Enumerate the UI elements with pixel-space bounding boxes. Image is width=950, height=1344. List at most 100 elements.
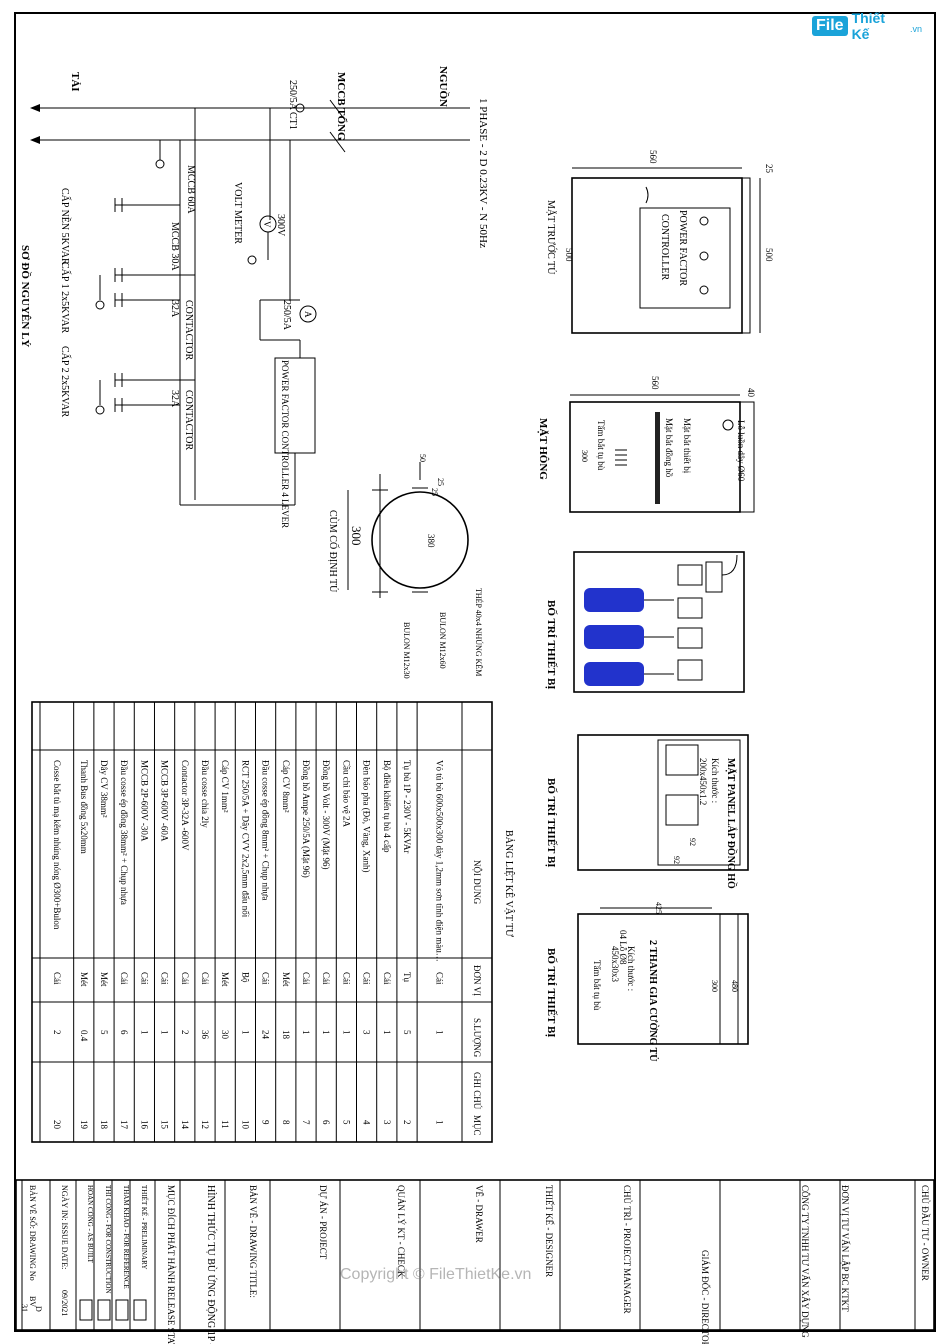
side-width: 560: [650, 376, 660, 390]
tb-purpose: MỤC ĐÍCH PHÁT HÀNH RELEASE STATUS: [166, 1185, 176, 1344]
bom-cell: Cái: [139, 972, 149, 985]
controller-label: POWER FACTOR CONTROLLER 4 LEVER: [280, 360, 290, 528]
front-view: MẶT TRƯỚC TỦ 560 25 500 500 POWER FACTOR…: [545, 150, 774, 334]
base-bolt2: BULON M12x30: [402, 622, 411, 679]
status-checkbox: [115, 1299, 129, 1321]
base-t1: 50: [418, 454, 427, 462]
side-depth: 40: [746, 388, 756, 398]
tb-project: DỰ ÁN - PROJECT: [318, 1185, 328, 1260]
brand-logo: File Thiết Kế .vn: [812, 10, 922, 42]
tb-sheet-total: 31: [20, 1304, 29, 1312]
bom-cell: 16: [139, 1120, 149, 1130]
contactor1-label: CONTACTOR: [183, 300, 194, 360]
bom-cell: 8: [281, 1120, 291, 1125]
layout3-view: BỐ TRÍ THIẾT BỊ 2 THANH GIA CƯỜNG TỦ 04 …: [545, 902, 749, 1062]
layout1-view: BỐ TRÍ THIẾT BỊ: [545, 551, 745, 693]
layout3-h1: 300: [710, 980, 719, 992]
bom-cell: Cáp CV 8mm²: [281, 760, 291, 813]
tb-checker: QUẢN LÝ KT - CHECK: [396, 1185, 406, 1278]
tb-drawer: VẼ - DRAWER: [474, 1185, 484, 1243]
bom-cell: 1: [240, 1030, 250, 1035]
title-block: CHỦ ĐẦU TƯ - OWNER ĐƠN VỊ TƯ VẤN LẬP BC …: [15, 1179, 935, 1344]
bom-cell: Cái: [321, 972, 331, 985]
bom-cell: 5: [99, 1030, 109, 1035]
tb-status-1: THAM KHẢO - FOR REFERENCE: [122, 1185, 130, 1289]
bom-cell: 19: [79, 1120, 89, 1130]
bom-cell: 17: [119, 1120, 129, 1130]
base-clamp: CÙM CỐ ĐỊNH TỦ 300 380 50 25 25 THÉP 40x…: [327, 454, 484, 679]
bom-cell: 6: [321, 1120, 331, 1125]
tb-designer: THIẾT KẾ - DESIGNER: [544, 1185, 554, 1277]
bom-cell: 5: [402, 1030, 412, 1035]
bom-cell: Cái: [362, 972, 372, 985]
pf-label-2: CONTROLLER: [659, 214, 670, 280]
bom-cell: Tụ: [402, 972, 412, 982]
brand-name: Thiết Kế: [851, 10, 886, 42]
bom-cell: 11: [220, 1120, 230, 1129]
volt-symbol: V: [262, 221, 272, 228]
bom-cell: Cái: [200, 972, 210, 985]
tb-status-0: THIẾT KẾ - PRELIMINARY: [140, 1185, 148, 1269]
bom-cell: 3: [382, 1120, 392, 1125]
bom-cell: Contactor 3P-32A -600V: [180, 760, 190, 851]
bom-cell: Đèn báo pha (Đỏ, Vàng, Xanh): [362, 760, 372, 873]
status-checkbox: [97, 1299, 111, 1321]
capacitor-stage2: [95, 373, 195, 415]
bom-cell: 1: [382, 1030, 392, 1035]
bom-cell: Thanh Bus đồng 5x20mm: [79, 760, 89, 854]
bom-cell: Đầu cosse ép đồng 38mm² + Chụp nhựa: [119, 760, 129, 905]
base-t2: 25: [436, 478, 445, 486]
supply-label: 1 PHASE - 2 D 0.23KV - N 50Hz: [477, 98, 489, 248]
bom-cell: 4: [362, 1120, 372, 1125]
tb-sheet: BV: [28, 1296, 37, 1307]
ammeter-ratio: 250/5A: [281, 300, 292, 331]
bom-cell: 24: [261, 1030, 271, 1040]
base-bolt1: BULON M12x60: [438, 612, 447, 669]
layout2-d2: 92: [672, 856, 681, 864]
layout2-size-label: Kích thước :: [710, 758, 720, 803]
bom-cell: 5: [341, 1120, 351, 1125]
side-dim: 300: [580, 450, 589, 462]
tb-date-label: NGÀY IN: ISSUE DATE:: [60, 1185, 70, 1269]
layout3-w: 425: [654, 902, 663, 914]
mccb30-label: MCCB 30A: [169, 222, 180, 271]
contactor2-label: CONTACTOR: [183, 390, 194, 450]
voltmeter-label: VOLT METER: [232, 182, 243, 244]
bom-cell: Cái: [180, 972, 190, 985]
bom-cell: Dây CV 38mm²: [99, 760, 109, 818]
tb-status-2: THI CÔNG - FOR CONSTRUCTION: [104, 1185, 112, 1294]
bom-cell: Cái: [160, 972, 170, 985]
schematic-title: SƠ ĐỒ NGUYÊN LÝ: [19, 245, 32, 347]
bom-title: BẢNG LIỆT KÊ VẬT TƯ: [503, 830, 515, 937]
front-height-2: 500: [764, 248, 774, 262]
base-radius: 380: [426, 534, 436, 548]
main-breaker-label: MCCB TỔNG: [335, 72, 348, 141]
capacitor-stage1: [95, 268, 195, 310]
layout1-title: BỐ TRÍ THIẾT BỊ: [545, 600, 558, 690]
cap-base-label: CẤP NỀN 5KVAR: [59, 188, 72, 265]
bom-cell: Bộ: [240, 972, 250, 983]
watermark: Copyright © FileThietKe.vn: [340, 1266, 532, 1283]
status-checkbox: [79, 1299, 93, 1321]
bom-cell: Mét: [281, 972, 291, 987]
bom-cell: 18: [281, 1030, 291, 1040]
tb-sheet-num: D: [34, 1306, 43, 1312]
bom-header: ĐƠN VỊ: [472, 965, 482, 996]
bom-cell: 0.4: [79, 1030, 89, 1042]
layout3-rail: 2 THANH GIA CƯỜNG TỦ: [647, 940, 659, 1062]
cap1-label: CẤP 1 2x5KVAR: [59, 262, 72, 333]
tb-director: GIÁM ĐỐC - DIRECTOR: [700, 1250, 710, 1344]
layout2-title: BỐ TRÍ THIẾT BỊ: [545, 778, 558, 868]
tb-owner: CHỦ ĐẦU TƯ - OWNER: [920, 1185, 930, 1281]
tb-drawing-title: BẢN VẼ - DRAWING TITLE:: [248, 1185, 258, 1298]
bom-header: MỤC: [472, 1115, 482, 1136]
bom-cell: 15: [160, 1120, 170, 1130]
front-width: 560: [648, 150, 658, 164]
base-t3: 25: [430, 488, 439, 496]
bom-header: NỘI DUNG: [472, 860, 482, 905]
bom-header: GHI CHÚ: [472, 1072, 482, 1110]
bom-cell: Mét: [79, 972, 89, 987]
side-title: MẶT HÔNG: [537, 418, 550, 480]
bom-cell: 1: [301, 1030, 311, 1035]
bom-cell: MCCB 2P-600V -30A: [139, 760, 149, 842]
